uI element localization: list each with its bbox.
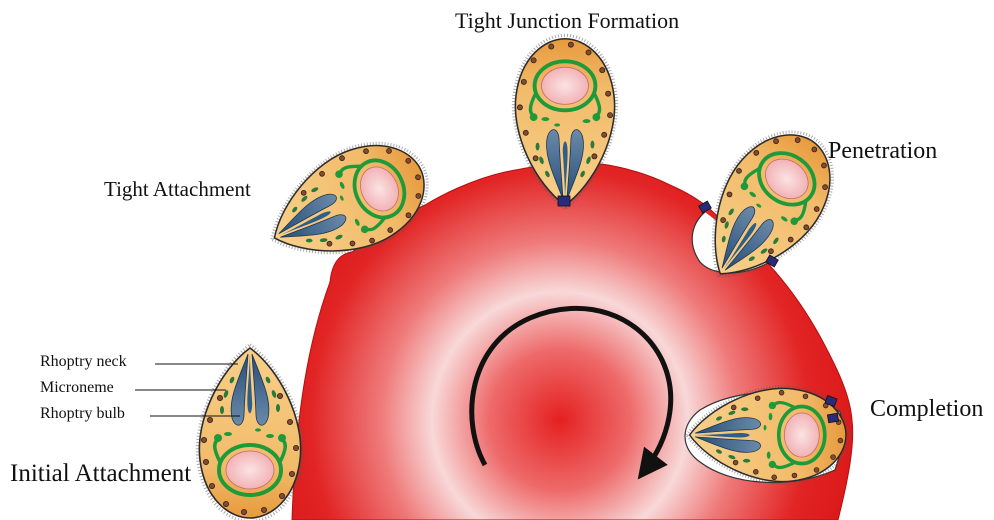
label-tight-attachment: Tight Attachment bbox=[104, 177, 251, 202]
label-initial-attachment: Initial Attachment bbox=[10, 460, 191, 488]
label-microneme: Microneme bbox=[40, 379, 114, 397]
label-tight-junction-formation: Tight Junction Formation bbox=[455, 8, 679, 34]
parasite-initial bbox=[197, 345, 302, 520]
label-penetration: Penetration bbox=[828, 138, 937, 165]
label-rhoptry-neck: Rhoptry neck bbox=[40, 353, 127, 371]
label-completion: Completion bbox=[870, 396, 983, 423]
label-rhoptry-bulb: Rhoptry bulb bbox=[40, 405, 125, 423]
